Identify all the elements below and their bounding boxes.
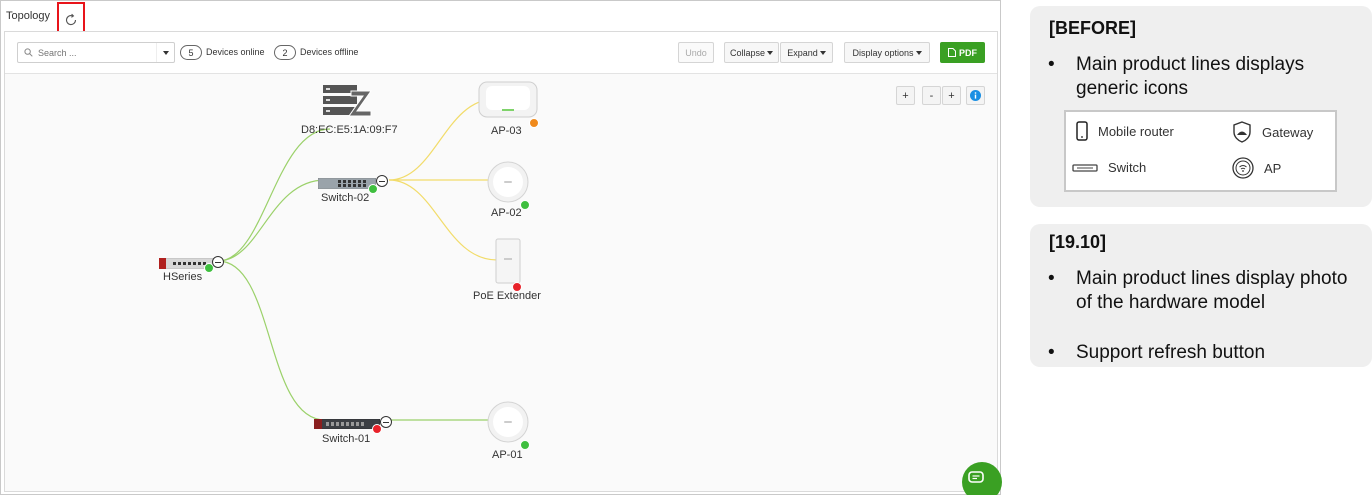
status-offline-dot [512, 282, 522, 292]
expand-button[interactable]: Expand [780, 42, 833, 63]
devices-offline-count: 2 [274, 45, 296, 60]
status-online-dot [520, 200, 530, 210]
topology-app: Topology 5 Devices online 2 Devices offl… [0, 0, 1001, 495]
status-offline-dot [372, 424, 382, 434]
search-icon [18, 43, 38, 62]
chevron-down-icon [767, 50, 774, 55]
before-title: [BEFORE] [1049, 18, 1136, 38]
bullet-dot: • [1048, 342, 1055, 363]
chat-icon [968, 471, 984, 483]
devices-online-count: 5 [180, 45, 202, 60]
status-warning-dot [529, 118, 539, 128]
switch-icon [1072, 163, 1098, 172]
zoom-fit-button[interactable]: + [896, 86, 915, 105]
legend-gateway: Gateway [1232, 121, 1313, 143]
node-ap02[interactable] [487, 161, 529, 203]
legend-mobile-router: Mobile router [1076, 121, 1174, 141]
collapse-node-switch01[interactable] [380, 416, 392, 428]
after-title: [19.10] [1049, 232, 1107, 252]
topology-canvas[interactable]: + - + HSeries [5, 74, 997, 493]
gateway-shield-icon [1233, 121, 1251, 143]
info-icon [970, 90, 981, 101]
node-label-switch01: Switch-01 [322, 433, 371, 445]
collapse-node-switch02[interactable] [376, 175, 388, 187]
search-input[interactable] [38, 47, 156, 58]
switch-device-icon [313, 418, 381, 430]
access-point-round-icon [487, 401, 529, 443]
chat-button[interactable] [962, 462, 1002, 495]
node-label-hseries: HSeries [163, 271, 203, 283]
legend-ap: AP [1232, 157, 1281, 179]
zoom-out-button[interactable]: - [922, 86, 941, 105]
devices-offline-label: Devices offline [300, 47, 359, 57]
bullet-dot: • [1048, 54, 1055, 75]
document-icon [948, 48, 956, 57]
server-rack-icon [323, 85, 372, 117]
bullet-dot: • [1048, 268, 1055, 289]
node-label-ap03: AP-03 [491, 125, 522, 137]
devices-online-label: Devices online [206, 47, 265, 57]
page-title: Topology [6, 10, 51, 22]
after-bullet-1: • Main product lines display photo of th… [1048, 268, 1348, 313]
link-hseries-d8ec [217, 128, 331, 262]
link-hseries-switch01 [217, 260, 326, 421]
search-box[interactable] [17, 42, 175, 63]
node-switch02[interactable] [317, 176, 377, 190]
poe-extender-icon [495, 238, 521, 284]
access-point-round-icon [487, 161, 529, 203]
display-options-button[interactable]: Display options [844, 42, 930, 63]
node-label-ap01: AP-01 [492, 449, 523, 461]
generic-icons-legend: Mobile router Gateway Switch AP [1064, 110, 1337, 192]
zoom-in-button[interactable]: + [942, 86, 961, 105]
node-label-d8ec: D8:EC:E5:1A:09:F7 [301, 124, 398, 136]
mobile-router-icon [1076, 121, 1088, 141]
chevron-down-icon [819, 50, 826, 55]
node-switch01[interactable] [313, 416, 381, 430]
info-button[interactable] [966, 86, 985, 105]
after-bullet-2: • Support refresh button [1048, 342, 1266, 363]
undo-button[interactable]: Undo [678, 42, 714, 63]
before-note: [BEFORE] • Main product lines displays g… [1030, 6, 1372, 207]
toolbar: 5 Devices online 2 Devices offline Undo … [5, 32, 997, 74]
chevron-down-icon [915, 50, 922, 55]
after-note: [19.10] • Main product lines display pho… [1030, 224, 1372, 367]
topology-panel: 5 Devices online 2 Devices offline Undo … [4, 31, 998, 492]
node-label-poe: PoE Extender [473, 290, 541, 302]
link-hseries-switch02 [217, 179, 326, 262]
node-ap01[interactable] [487, 401, 529, 443]
before-bullet: • Main product lines displays generic ic… [1048, 54, 1305, 99]
legend-switch: Switch [1072, 160, 1146, 175]
node-ap03[interactable] [478, 81, 538, 119]
node-d8ec[interactable] [323, 85, 373, 117]
search-dropdown-icon[interactable] [156, 43, 172, 62]
node-label-ap02: AP-02 [491, 207, 522, 219]
collapse-button[interactable]: Collapse [724, 42, 779, 63]
refresh-icon [65, 13, 77, 25]
node-poe[interactable] [495, 238, 521, 284]
collapse-node-hseries[interactable] [212, 256, 224, 268]
node-label-switch02: Switch-02 [321, 192, 370, 204]
status-online-dot [368, 184, 378, 194]
status-online-dot [204, 263, 214, 273]
link-switch02-poe [388, 179, 498, 261]
status-online-dot [520, 440, 530, 450]
access-point-ceiling-icon [478, 81, 538, 118]
ap-wifi-icon [1232, 157, 1254, 179]
pdf-button[interactable]: PDF [940, 42, 985, 63]
